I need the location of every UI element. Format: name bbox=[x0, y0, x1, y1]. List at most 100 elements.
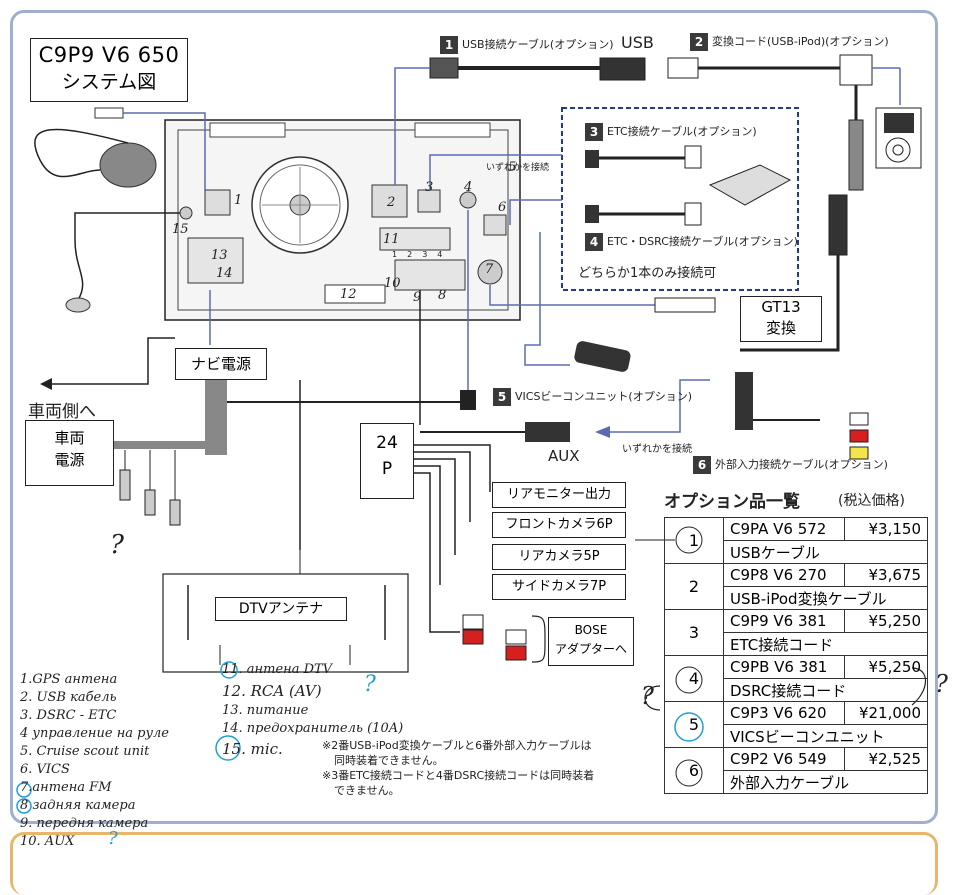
option-number: 2 bbox=[664, 563, 724, 610]
bose-line1: BOSE bbox=[574, 623, 608, 637]
hand-10: 10. AUX bbox=[20, 834, 75, 849]
options-tax-note: (税込価格) bbox=[838, 493, 905, 509]
wiring-drawing bbox=[16, 54, 927, 814]
callout-3-label: ETC接続ケーブル(オプション) bbox=[607, 125, 757, 138]
option-code: C9PB V6 381 bbox=[723, 655, 845, 679]
callout-1-tag: USB bbox=[621, 33, 654, 52]
hand-1: 1.GPS антена bbox=[20, 672, 118, 687]
circle-15 bbox=[215, 735, 241, 761]
port-9: 9 bbox=[413, 290, 422, 305]
callout-4-label: ETC・DSRC接続ケーブル(オプション) bbox=[607, 235, 798, 248]
callout-1-num: 1 bbox=[440, 36, 458, 54]
gps-antenna bbox=[34, 107, 206, 190]
option-price: ¥3,675 bbox=[844, 563, 928, 587]
note-line-1: ※2番USB-iPod変換ケーブルと6番外部入力ケーブルは bbox=[322, 739, 592, 752]
vics-unit bbox=[524, 232, 631, 372]
option-name: VICSビーコンユニット bbox=[723, 724, 928, 748]
gt13-line2: 変換 bbox=[765, 319, 796, 337]
option-code: C9PA V6 572 bbox=[723, 517, 845, 541]
aux-cable bbox=[420, 372, 869, 460]
small-num-1: 1 bbox=[392, 250, 408, 259]
output-front-camera: フロントカメラ6P bbox=[492, 512, 626, 538]
option-row-name: USBケーブル bbox=[665, 540, 928, 564]
option-row-name: VICSビーコンユニット bbox=[665, 724, 928, 748]
vehicle-power-line2: 電源 bbox=[54, 451, 85, 469]
note-line-3: ※3番ETC接続コードと4番DSRC接続コードは同時装着 bbox=[322, 769, 595, 782]
microphone bbox=[65, 212, 180, 313]
hand-question-left: ? bbox=[110, 530, 124, 560]
hand-4: 4 управление на руле bbox=[20, 726, 169, 741]
port-3: 3 bbox=[425, 180, 434, 195]
connector-24p: 24 P bbox=[360, 423, 414, 499]
diagram-frame bbox=[10, 10, 938, 824]
option-name: ETC接続コード bbox=[723, 632, 928, 656]
option-price: ¥2,525 bbox=[844, 747, 928, 771]
option-code: C9P2 V6 549 bbox=[723, 747, 845, 771]
callout-1-label: USB接続ケーブル(オプション) bbox=[462, 38, 614, 51]
port-12: 12 bbox=[340, 287, 357, 302]
output-rear-camera: リアカメラ5P bbox=[492, 544, 626, 570]
next-page-frame bbox=[10, 832, 938, 895]
option-price: ¥5,250 bbox=[844, 655, 928, 679]
output-wires bbox=[412, 444, 491, 633]
dtv-antenna-box: DTVアンテナ bbox=[215, 597, 347, 621]
hand-14: 14. предохранитель (10A) bbox=[222, 721, 404, 736]
callout-4: 4 ETC・DSRC接続ケーブル(オプション) bbox=[585, 233, 798, 251]
output-side-camera: サイドカメラ7P bbox=[492, 574, 626, 600]
callout-4-num: 4 bbox=[585, 233, 603, 251]
small-port-nums: 1234 bbox=[392, 250, 452, 259]
usb-cable bbox=[394, 57, 646, 185]
fm-antenna-wire bbox=[489, 285, 655, 306]
bose-bracket bbox=[531, 615, 546, 663]
hand-7: 7.антена FM bbox=[20, 780, 112, 795]
callout-3-num: 3 bbox=[585, 123, 603, 141]
hand-12: 12. RCA (AV) bbox=[222, 682, 322, 700]
hand-question-aux: ? bbox=[108, 828, 118, 849]
bose-plugs bbox=[462, 614, 527, 661]
p24-line2: P bbox=[381, 459, 393, 479]
bose-adapter-box: BOSE アダプターへ bbox=[548, 617, 634, 666]
hand-question-right: ? bbox=[935, 670, 948, 698]
hand-question-table: ? bbox=[641, 682, 654, 710]
circle-8 bbox=[16, 798, 32, 814]
options-title: オプション品一覧 bbox=[664, 492, 800, 512]
gt13-converter: GT13 変換 bbox=[740, 296, 822, 342]
p24-line1: 24 bbox=[376, 433, 398, 453]
option-number: 6 bbox=[664, 747, 724, 794]
callout-2-label: 変換コード(USB-iPod)(オプション) bbox=[712, 35, 889, 48]
callout-6-num: 6 bbox=[693, 456, 711, 474]
dtv-antenna bbox=[162, 550, 409, 673]
callout-5-num: 5 bbox=[493, 388, 511, 406]
hand-5: 5. Cruise scout unit bbox=[20, 744, 150, 759]
hand-15: 15. mic. bbox=[222, 740, 283, 758]
port-15: 15 bbox=[172, 222, 189, 237]
note-line-4: できません。 bbox=[334, 784, 400, 797]
small-num-3: 3 bbox=[422, 250, 438, 259]
diagram-title: C9P9 V6 650 システム図 bbox=[30, 38, 188, 102]
circle-11 bbox=[220, 661, 238, 679]
small-num-4: 4 bbox=[437, 250, 453, 259]
option-name: DSRC接続コード bbox=[723, 678, 928, 702]
usb-ipod-cable bbox=[667, 54, 922, 191]
option-price: ¥21,000 bbox=[844, 701, 928, 725]
option-name: 外部入力ケーブル bbox=[723, 770, 928, 794]
port-13: 13 bbox=[211, 248, 228, 263]
output-rear-monitor: リアモニター出力 bbox=[492, 482, 626, 508]
note-line-2: 同時装着できません。 bbox=[334, 754, 444, 767]
option-row-name: ETC接続コード bbox=[665, 632, 928, 656]
hand-11: 11. антена DTV bbox=[222, 662, 333, 677]
small-num-2: 2 bbox=[407, 250, 423, 259]
vehicle-power-box: 車両 電源 bbox=[25, 420, 114, 486]
option-price: ¥3,150 bbox=[844, 517, 928, 541]
hand-2: 2. USB кабель bbox=[20, 690, 117, 705]
hand-3: 3. DSRC - ETC bbox=[20, 708, 117, 723]
option-row-name: DSRC接続コード bbox=[665, 678, 928, 702]
